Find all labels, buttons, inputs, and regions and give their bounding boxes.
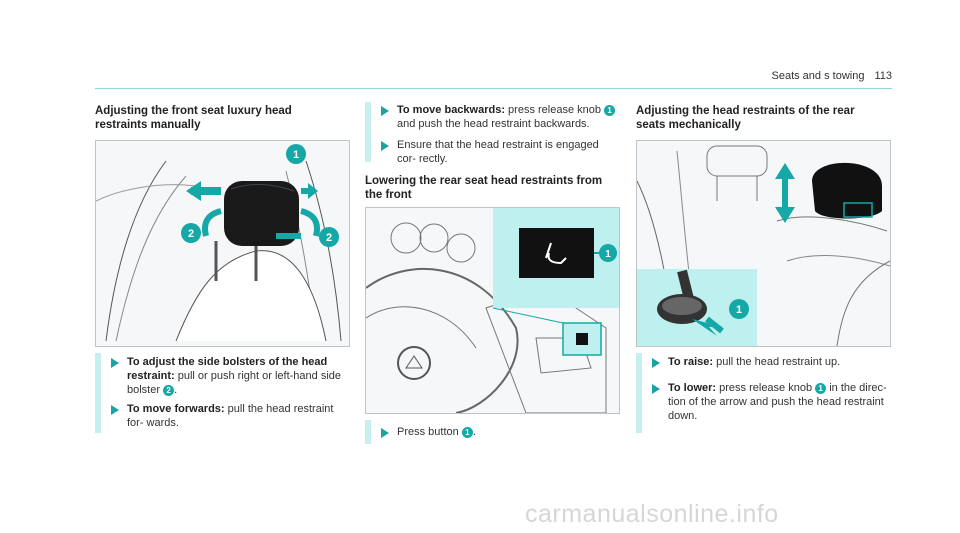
col3-heading-wrap: Adjusting the head restraints of the rea…	[636, 104, 886, 132]
col3-heading: Adjusting the head restraints of the rea…	[636, 105, 855, 131]
step-arrow-icon	[381, 106, 389, 116]
col2-step-1: To move backwards: press release knob 1 …	[397, 103, 619, 131]
col1-step-bar	[95, 353, 101, 433]
callout-1: 1	[293, 149, 299, 161]
step-arrow-icon	[111, 405, 119, 415]
col2-step-2: Ensure that the head restraint is engage…	[397, 139, 599, 165]
callout-2-right: 2	[326, 232, 332, 244]
callout-1: 1	[605, 249, 611, 260]
dashboard-illustration: 1	[366, 208, 619, 413]
callout-2-left: 2	[188, 228, 194, 240]
step-arrow-icon	[381, 141, 389, 151]
badge-2: 2	[163, 384, 175, 396]
header-rule	[95, 88, 892, 89]
page-header: Seats and s towing 113	[772, 70, 893, 82]
step-arrow-icon	[652, 384, 660, 394]
col2-heading-wrap: Lowering the rear seat head restraints f…	[365, 174, 615, 202]
col3-step-1: To raise: pull the head restraint up.	[668, 356, 841, 368]
dashboard-figure: 1	[365, 207, 620, 414]
rear-headrest-figure: 1	[636, 140, 891, 347]
rear-headrest-illustration: 1	[637, 141, 890, 346]
step-arrow-icon	[652, 358, 660, 368]
step-arrow-icon	[111, 358, 119, 368]
badge-1: 1	[604, 104, 616, 116]
col2-step-3: Press button 1.	[397, 426, 476, 438]
front-headrest-illustration: 1 2 2	[96, 141, 349, 346]
col1-heading: Adjusting the front seat luxury head res…	[95, 105, 292, 131]
col3-step-2: To lower: press release knob 1 in the di…	[668, 382, 887, 422]
section-title: Seats and s towing	[771, 70, 865, 82]
col3-step-bar	[636, 353, 642, 433]
col1-step-1: To adjust the side bolsters of the head …	[127, 356, 342, 396]
col2-step-bar-top	[365, 102, 371, 162]
col1-heading-wrap: Adjusting the front seat luxury head res…	[95, 104, 345, 132]
callout-1: 1	[736, 304, 742, 316]
badge-1: 1	[815, 382, 827, 394]
col2-heading: Lowering the rear seat head restraints f…	[365, 175, 603, 201]
page-number: 113	[874, 70, 892, 82]
watermark: carmanualsonline.info	[525, 500, 779, 528]
col1-step-2: To move forwards: pull the head restrain…	[127, 403, 334, 429]
col2-step-bar-bottom	[365, 420, 371, 444]
step-arrow-icon	[381, 428, 389, 438]
badge-1: 1	[461, 426, 473, 438]
front-headrest-figure: 1 2 2	[95, 140, 350, 347]
